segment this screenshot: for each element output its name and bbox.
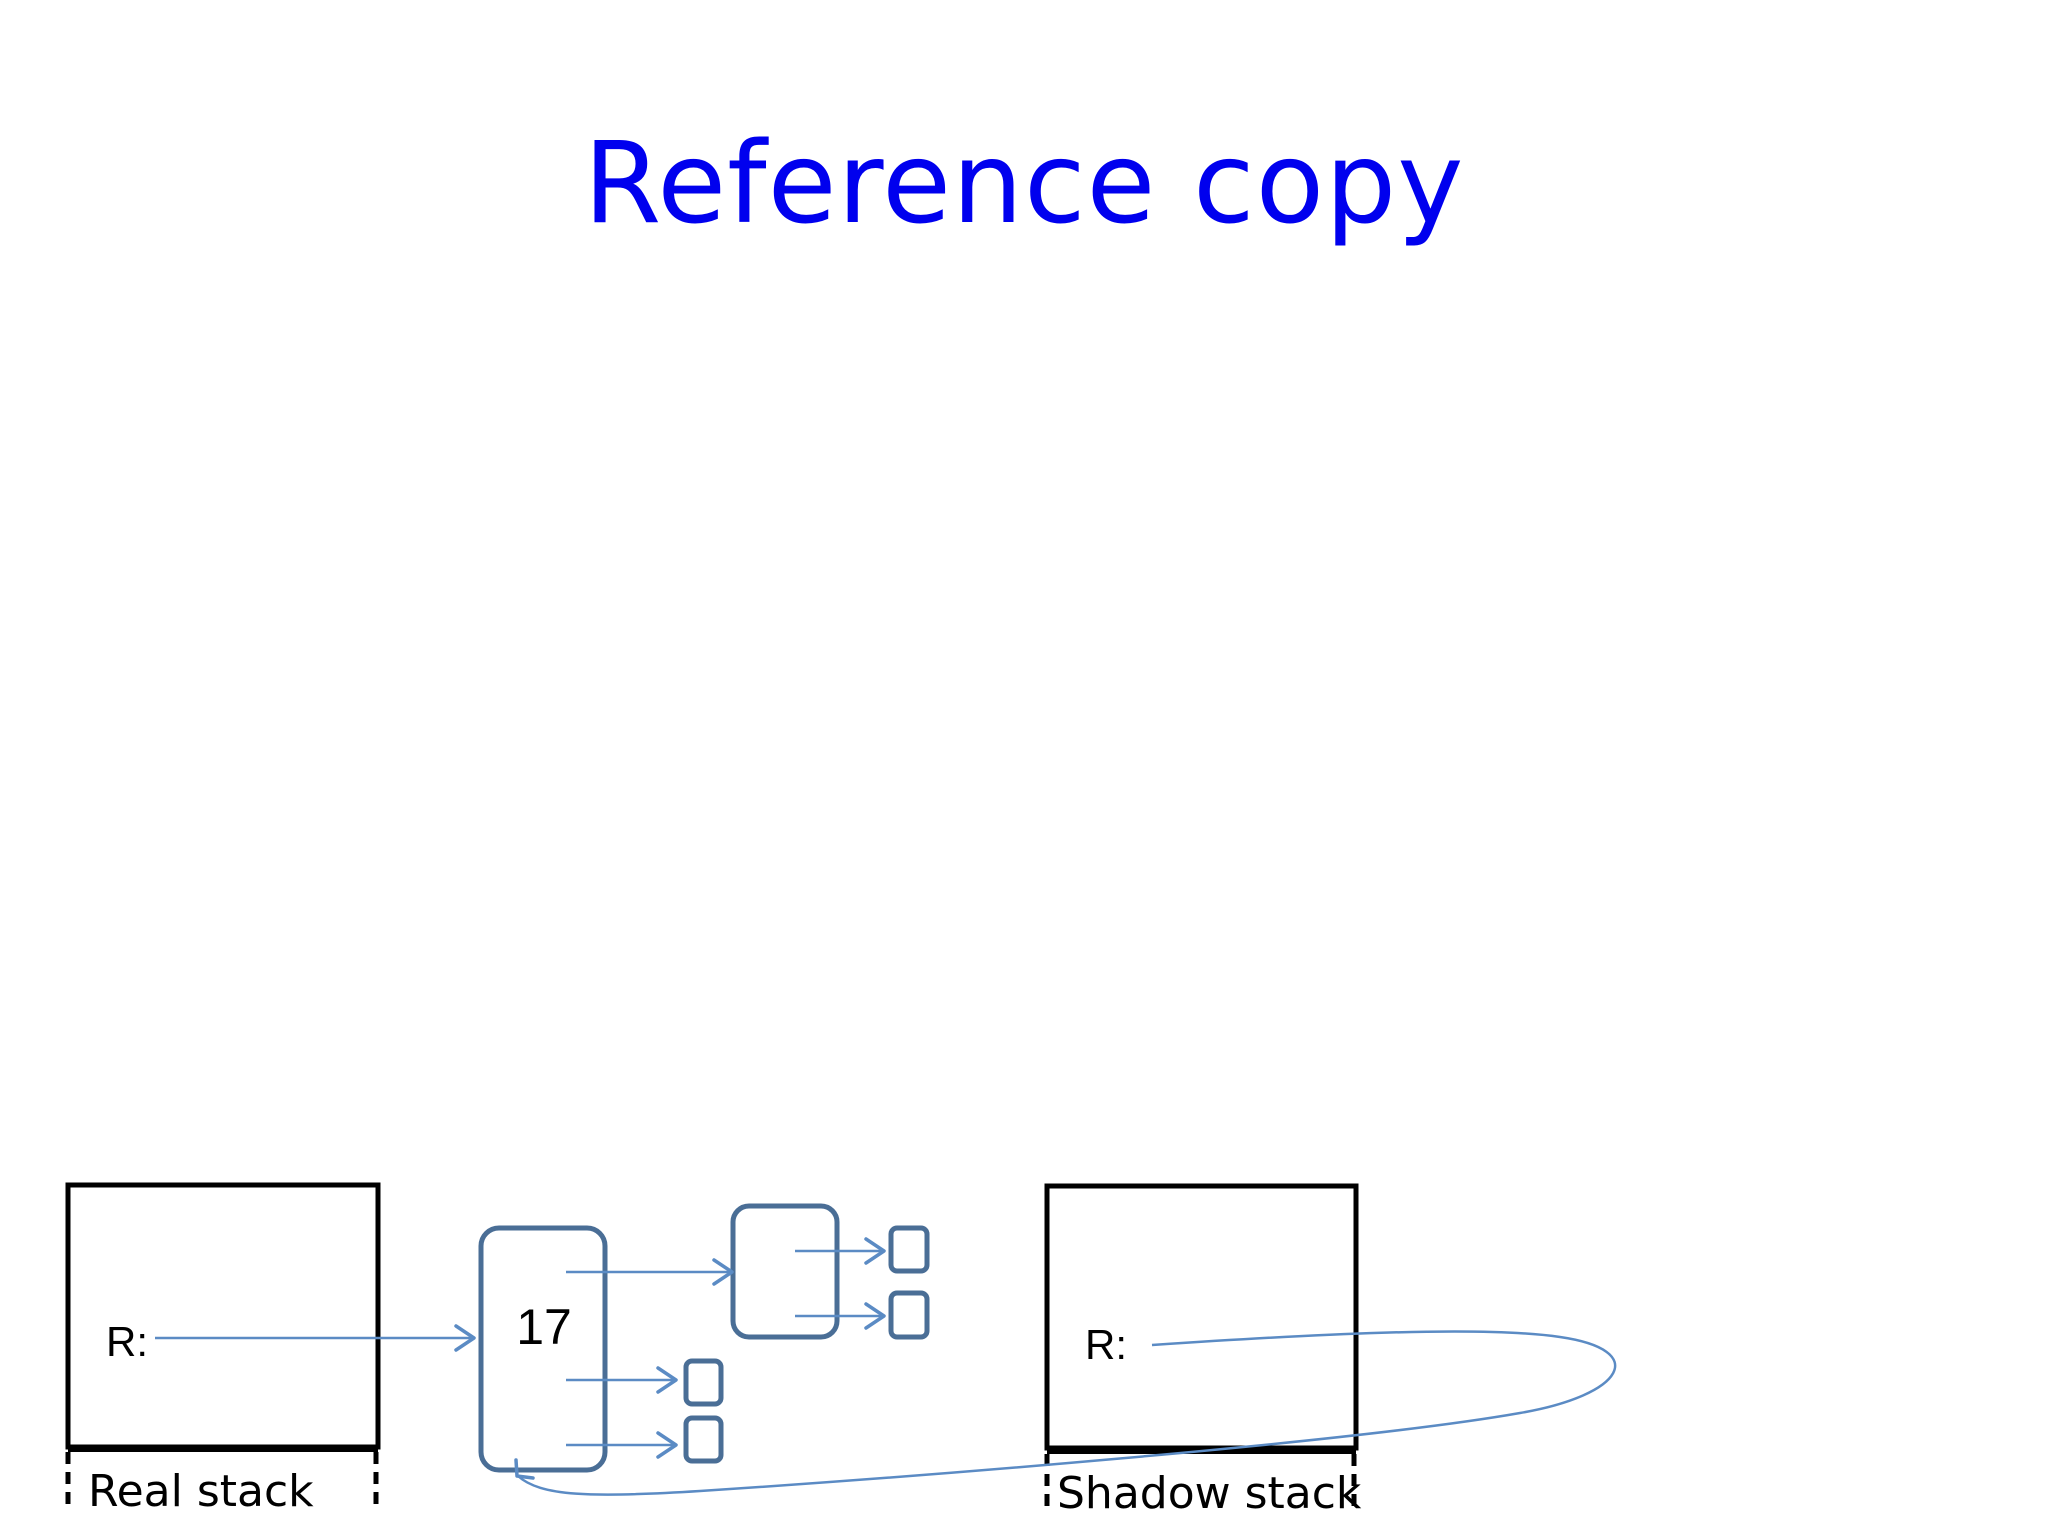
shadow-stack-frame — [1044, 1183, 1359, 1451]
child-to-leaf1-arrowhead — [864, 1237, 886, 1265]
real-stack: R: Real stack — [65, 1182, 381, 1517]
pointers — [155, 1237, 1617, 1496]
root-object-value: 17 — [516, 1299, 572, 1355]
leaf-box-2 — [888, 1290, 930, 1340]
real-r-pointer-arrowhead — [454, 1324, 476, 1352]
real-stack-slot-label: R: — [106, 1318, 148, 1365]
leaf-box-4 — [683, 1415, 724, 1464]
root-to-child-arrowhead — [712, 1258, 734, 1286]
heap-objects: 17 — [478, 1203, 930, 1473]
real-stack-label: Real stack — [88, 1466, 314, 1517]
child-object-box — [730, 1203, 840, 1340]
real-stack-frame — [65, 1182, 381, 1450]
leaf-box-3 — [683, 1358, 724, 1407]
shadow-stack-label: Shadow stack — [1057, 1468, 1362, 1519]
leaf-box-1 — [888, 1225, 930, 1274]
shadow-stack-slot-label: R: — [1085, 1321, 1127, 1368]
root-to-leaf3-arrowhead — [656, 1366, 678, 1394]
shadow-r-pointer — [517, 1330, 1617, 1496]
root-to-leaf4-arrowhead — [656, 1431, 678, 1459]
shadow-stack: R: Shadow stack — [1044, 1183, 1362, 1519]
shadow-r-pointer-arrowhead — [514, 1458, 535, 1480]
root-object-box — [478, 1225, 608, 1473]
slide-title: Reference copy — [583, 119, 1465, 249]
child-to-leaf2-arrowhead — [864, 1302, 886, 1330]
